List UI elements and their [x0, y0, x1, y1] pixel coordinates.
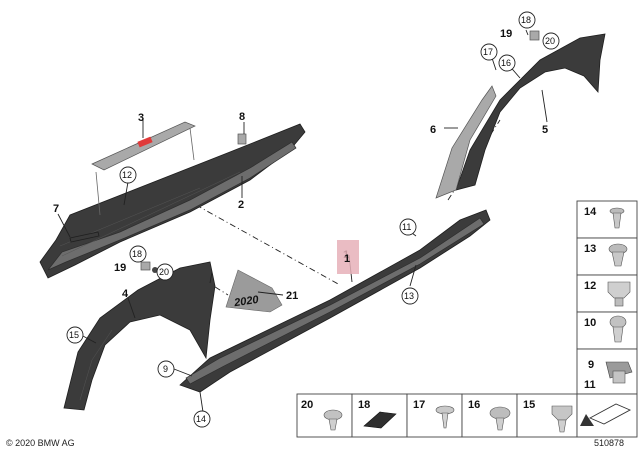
sill-trim-strip: [91, 121, 196, 216]
callout-18-left: 18: [132, 249, 142, 259]
main-side-skirt: [179, 209, 491, 393]
callout-14: 14: [196, 414, 206, 424]
callout-20-left: 20: [159, 267, 169, 277]
badge-text: 2020: [232, 294, 260, 310]
clip-15-icon: [551, 405, 573, 433]
diagram-number: 510878: [594, 438, 624, 448]
callout-11: 11: [402, 222, 411, 232]
callout-15: 15: [69, 330, 79, 340]
legend-right-9: 9: [588, 359, 594, 371]
callout-13: 13: [404, 291, 414, 301]
callout-16: 16: [501, 58, 511, 68]
tape-18-icon: [363, 411, 397, 429]
small-trim-strip: [69, 231, 100, 243]
leader-lines: [57, 29, 548, 413]
clip-part-8: [237, 133, 247, 145]
inner-rocker-panel: [39, 123, 306, 279]
legend-right-14: 14: [584, 206, 597, 218]
label-3: 3: [138, 112, 144, 124]
callout-18-right: 18: [521, 15, 531, 25]
legend-bottom-17: 17: [413, 399, 425, 411]
legend-bottom-18: 18: [358, 399, 370, 411]
label-4: 4: [122, 288, 129, 300]
legend-right-10: 10: [584, 317, 596, 329]
label-2: 2: [238, 199, 244, 211]
legend-bottom-15: 15: [523, 399, 535, 411]
legend-bottom-16: 16: [468, 399, 480, 411]
copyright-text: © 2020 BMW AG: [6, 438, 75, 448]
part-labels: 1 2 3 4 5 6 7 8 21 19 19: [53, 28, 548, 302]
legend-bottom-20: 20: [301, 399, 313, 411]
clip-16-icon: [489, 406, 511, 431]
legend-right-12: 12: [584, 280, 596, 292]
callout-17: 17: [483, 47, 493, 57]
sill-strip-highlight: [137, 136, 153, 148]
callout-9: 9: [163, 364, 168, 374]
circled-callouts: 12 11 15 9 13 14 18 20 18 20 17 16: [66, 11, 560, 428]
part-1-highlight: [337, 240, 359, 274]
label-8: 8: [239, 111, 245, 123]
front-wheel-arch-trim: [63, 261, 216, 411]
right-fastener-legend: 14 13 12 10 9 11: [576, 200, 638, 395]
clip-9-11-icon: [605, 361, 633, 384]
rear-wheel-arch-trim: [435, 33, 606, 199]
clip-assembly-left: [140, 261, 158, 273]
bottom-fastener-legend: 20 18 17 16 15: [296, 393, 638, 438]
label-21: 21: [286, 290, 298, 302]
label-1-highlighted: 1: [344, 253, 350, 265]
label-19-left: 19: [114, 262, 126, 274]
label-6: 6: [430, 124, 436, 136]
clip-13-icon: [608, 243, 628, 267]
clip-assembly-right: [529, 30, 540, 41]
label-19-right: 19: [500, 28, 512, 40]
label-7: 7: [53, 203, 59, 215]
legend-right-11: 11: [584, 379, 596, 391]
clip-12-icon: [607, 281, 631, 307]
clip-20-icon: [323, 409, 343, 431]
clip-10-icon: [609, 315, 627, 343]
direction-arrow-icon: [580, 403, 632, 426]
legend-right-13: 13: [584, 243, 596, 255]
clip-14-icon: [609, 207, 625, 229]
model-badge: 2020: [225, 269, 283, 313]
callout-12: 12: [122, 170, 132, 180]
label-5: 5: [542, 124, 548, 136]
callout-20-right: 20: [545, 36, 555, 46]
clip-17-icon: [435, 405, 455, 429]
